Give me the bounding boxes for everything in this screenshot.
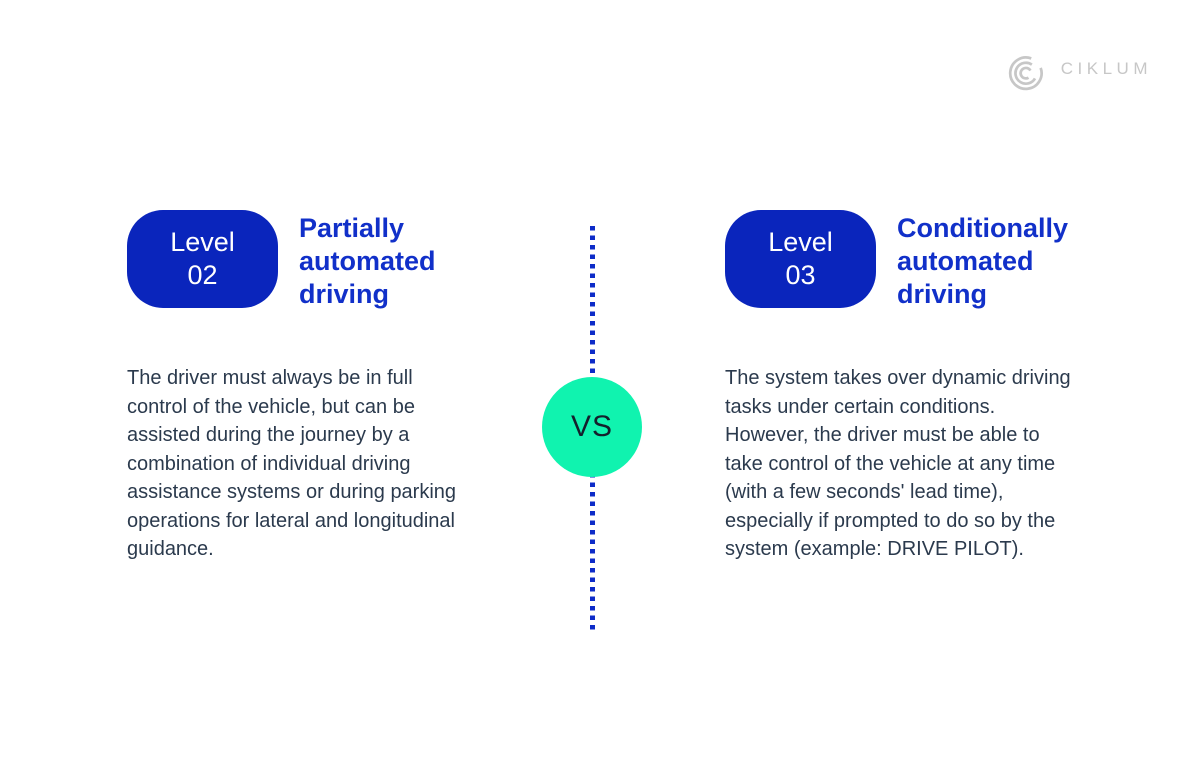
vs-badge-label: VS bbox=[570, 410, 614, 443]
brand-logo: CIKLUM bbox=[1007, 46, 1152, 92]
level-badge-number: 02 bbox=[187, 260, 218, 290]
level-2-card: Level 02 Partially automated driving The… bbox=[127, 210, 473, 564]
vs-badge: VS bbox=[542, 377, 642, 477]
level-3-card: Level 03 Conditionally automated driving… bbox=[725, 210, 1071, 564]
brand-logo-text: CIKLUM bbox=[1060, 59, 1152, 78]
level-2-card-header: Level 02 Partially automated driving bbox=[127, 210, 473, 311]
level-2-title: Partially automated driving bbox=[299, 213, 436, 309]
level-badge-label: Level bbox=[170, 227, 235, 257]
ciklum-arcs-icon bbox=[1008, 56, 1043, 91]
level-2-badge: Level 02 bbox=[127, 210, 278, 308]
level-3-card-header: Level 03 Conditionally automated driving bbox=[725, 210, 1071, 311]
level-badge-number: 03 bbox=[785, 260, 816, 290]
level-3-title: Conditionally automated driving bbox=[897, 213, 1068, 309]
level-2-description: The driver must always be in full contro… bbox=[127, 367, 457, 560]
level-badge-label: Level bbox=[768, 227, 833, 257]
level-3-badge: Level 03 bbox=[725, 210, 876, 308]
level-3-description: The system takes over dynamic driving ta… bbox=[725, 367, 1071, 560]
